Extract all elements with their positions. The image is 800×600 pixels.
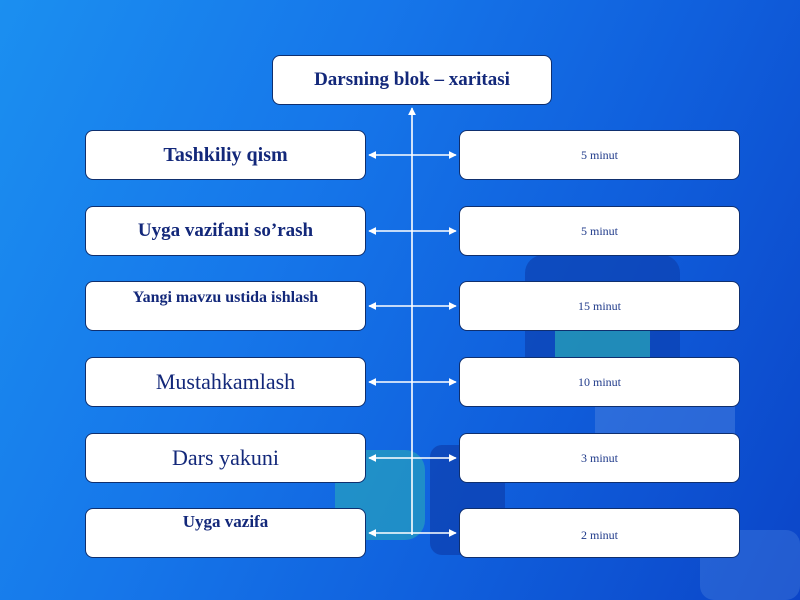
stage-box-organizational: Tashkiliy qism [85,130,366,180]
stage-box-homework: Uyga vazifa [85,508,366,558]
diagram-title-box: Darsning blok – xaritasi [272,55,552,105]
stage-label: Uyga vazifa [182,512,269,531]
duration-label: 3 minut [580,450,618,465]
stage-label: Dars yakuni [172,445,279,470]
stage-label: Yangi mavzu ustida ishlash [132,289,319,306]
stage-box-reinforcement: Mustahkamlash [85,357,366,407]
stage-box-homework-check: Uyga vazifani so’rash [85,206,366,256]
stage-label: Mustahkamlash [155,369,296,394]
duration-box: 2 minut [459,508,740,558]
duration-box: 5 minut [459,130,740,180]
duration-label: 5 minut [580,223,618,238]
duration-label: 2 minut [580,527,618,542]
stage-label: Uyga vazifani so’rash [137,220,314,241]
duration-box: 10 minut [459,357,740,407]
duration-label: 10 minut [577,374,621,389]
duration-label: 5 minut [580,147,618,162]
diagram-title: Darsning blok – xaritasi [314,69,510,90]
duration-box: 3 minut [459,433,740,483]
duration-box: 5 minut [459,206,740,256]
stage-box-lesson-summary: Dars yakuni [85,433,366,483]
duration-box: 15 minut [459,281,740,331]
stage-box-new-topic: Yangi mavzu ustida ishlash [85,281,366,331]
duration-label: 15 minut [577,298,621,313]
stage-label: Tashkiliy qism [163,143,288,166]
